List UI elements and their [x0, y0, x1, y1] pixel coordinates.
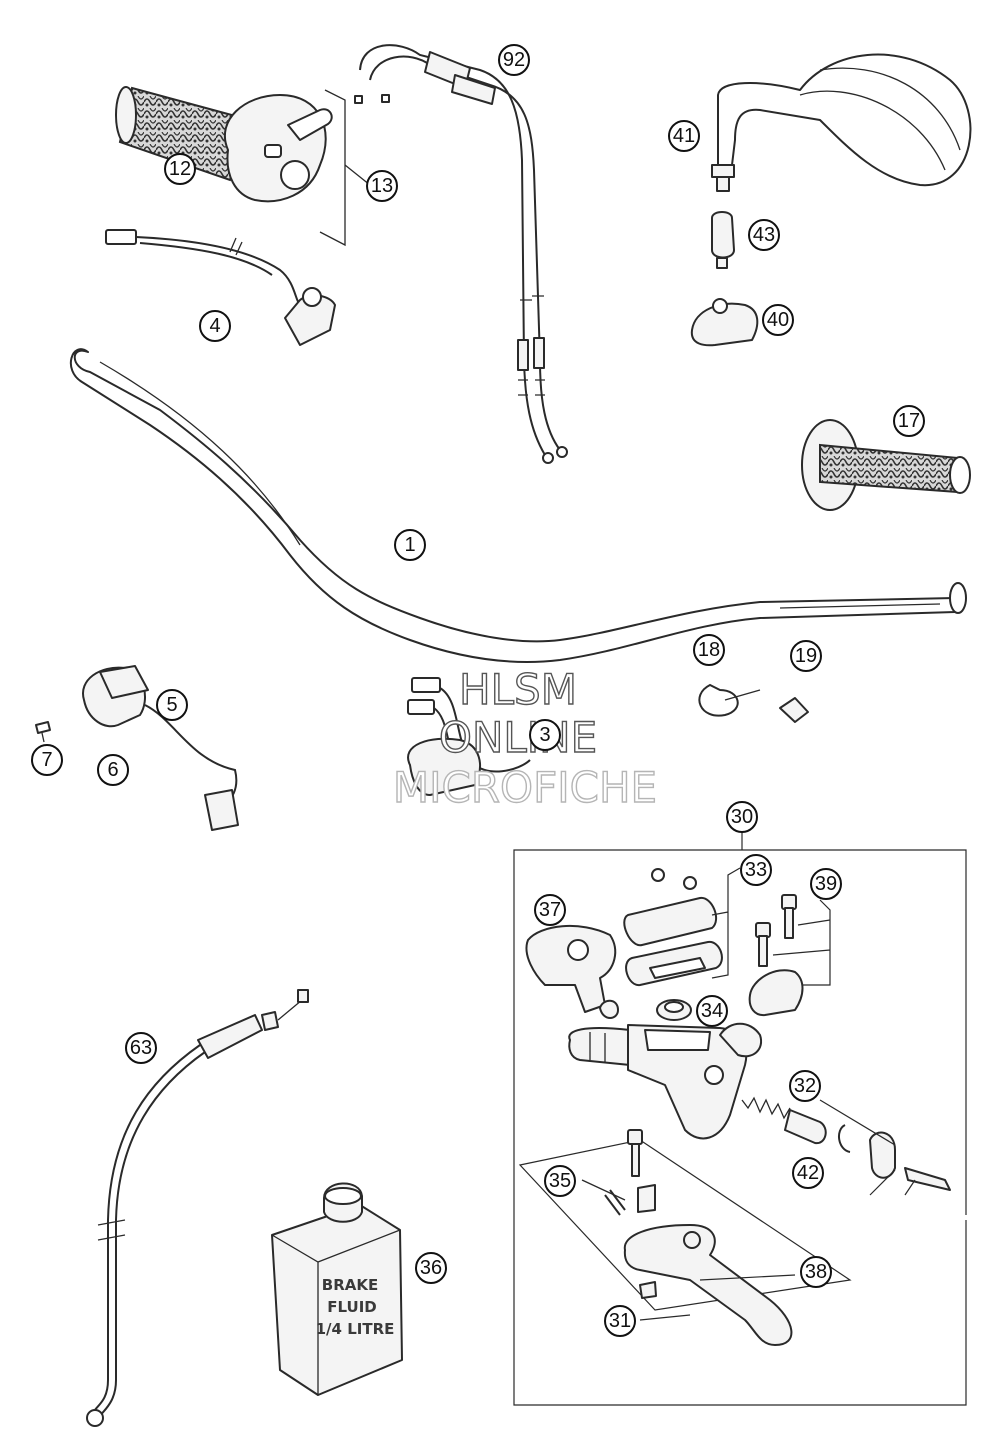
throttle-grip — [115, 86, 333, 203]
callout-4: 4 — [199, 310, 231, 342]
callout-40: 40 — [762, 304, 794, 336]
watermark-line-1: HLSM — [459, 665, 577, 714]
callout-6: 6 — [97, 754, 129, 786]
callout-5: 5 — [156, 689, 188, 721]
mirror-adapter — [711, 211, 735, 269]
light-switch — [35, 665, 239, 831]
callout-33-label: 33 — [745, 859, 767, 881]
callout-18-label: 18 — [698, 639, 720, 661]
throttle-cables — [359, 44, 568, 464]
brake-fluid-can: BRAKE FLUID 1/4 LITRE — [271, 1182, 403, 1396]
watermark-line-3: MICROFICHE — [393, 763, 657, 812]
throttle-housing-cover — [319, 89, 390, 247]
callout-1: 1 — [394, 529, 426, 561]
callout-32-label: 32 — [794, 1075, 816, 1097]
callout-63-label: 63 — [130, 1037, 152, 1059]
master-cylinder-body — [568, 1022, 763, 1140]
cover-bracket — [525, 924, 619, 1019]
callout-17-label: 17 — [898, 410, 920, 432]
callout-1-label: 1 — [404, 534, 415, 556]
callout-36: 36 — [415, 1252, 447, 1284]
callout-34-label: 34 — [701, 1000, 723, 1022]
callout-39: 39 — [810, 868, 842, 900]
callout-7: 7 — [31, 744, 63, 776]
callout-35-label: 35 — [549, 1170, 571, 1192]
callouts: 1 3 4 5 6 7 12 13 17 18 19 30 31 32 33 3… — [31, 44, 925, 1337]
callout-41: 41 — [668, 120, 700, 152]
callout-12-label: 12 — [169, 158, 191, 180]
callout-5-label: 5 — [166, 694, 177, 716]
watermark-line-2: ONLINE — [439, 713, 597, 762]
callout-43: 43 — [748, 219, 780, 251]
callout-4-label: 4 — [209, 315, 220, 337]
callout-18: 18 — [693, 634, 725, 666]
callout-43-label: 43 — [753, 224, 775, 246]
kill-switch — [105, 229, 336, 346]
callout-42-label: 42 — [797, 1162, 819, 1184]
callout-42: 42 — [792, 1157, 824, 1189]
callout-12: 12 — [164, 153, 196, 185]
callout-31: 31 — [604, 1305, 636, 1337]
callout-37: 37 — [534, 894, 566, 926]
reservoir-cover — [623, 868, 723, 987]
callout-19: 19 — [790, 640, 822, 672]
brake-hose — [86, 989, 309, 1427]
callout-17: 17 — [893, 405, 925, 437]
cable-tie — [698, 683, 761, 717]
clamp-screws — [748, 894, 804, 1017]
leader-33 — [711, 867, 741, 979]
callout-3: 3 — [529, 719, 561, 751]
callout-7-label: 7 — [41, 749, 52, 771]
callout-92-label: 92 — [503, 49, 525, 71]
leader-39 — [772, 899, 831, 986]
cable-sleeve — [779, 697, 809, 723]
callout-40-label: 40 — [767, 309, 789, 331]
callout-41-label: 41 — [673, 125, 695, 147]
callout-63: 63 — [125, 1032, 157, 1064]
callout-34: 34 — [696, 995, 728, 1027]
brake-lever — [518, 1129, 852, 1346]
mirror-clamp — [690, 298, 759, 347]
callout-38-label: 38 — [805, 1261, 827, 1283]
callout-19-label: 19 — [795, 645, 817, 667]
callout-13-label: 13 — [371, 175, 393, 197]
can-label-line-3: 1/4 LITRE — [316, 1320, 395, 1338]
piston-spring — [741, 1096, 951, 1196]
callout-35: 35 — [544, 1165, 576, 1197]
callout-39-label: 39 — [815, 873, 837, 895]
callout-13: 13 — [366, 170, 398, 202]
callout-32: 32 — [789, 1070, 821, 1102]
callout-36-label: 36 — [420, 1257, 442, 1279]
mirror — [711, 53, 972, 192]
left-grip — [801, 419, 971, 511]
callout-30-label: 30 — [731, 806, 753, 828]
callout-33: 33 — [740, 854, 772, 886]
callout-31-label: 31 — [609, 1310, 631, 1332]
callout-92: 92 — [498, 44, 530, 76]
can-label-line-1: BRAKE — [322, 1276, 378, 1294]
callout-6-label: 6 — [107, 759, 118, 781]
callout-37-label: 37 — [539, 899, 561, 921]
can-label-line-2: FLUID — [327, 1298, 376, 1316]
callout-30: 30 — [726, 801, 758, 833]
leader-31 — [639, 1314, 691, 1321]
rubber-bellow — [656, 999, 692, 1021]
combination-switch — [407, 677, 531, 796]
callout-38: 38 — [800, 1256, 832, 1288]
handlebar — [70, 348, 967, 663]
leader-38 — [699, 1274, 796, 1281]
watermark: HLSM ONLINE MICROFICHE — [392, 664, 658, 812]
callout-3-label: 3 — [539, 724, 550, 746]
brake-master-cylinder-group — [513, 832, 967, 1406]
